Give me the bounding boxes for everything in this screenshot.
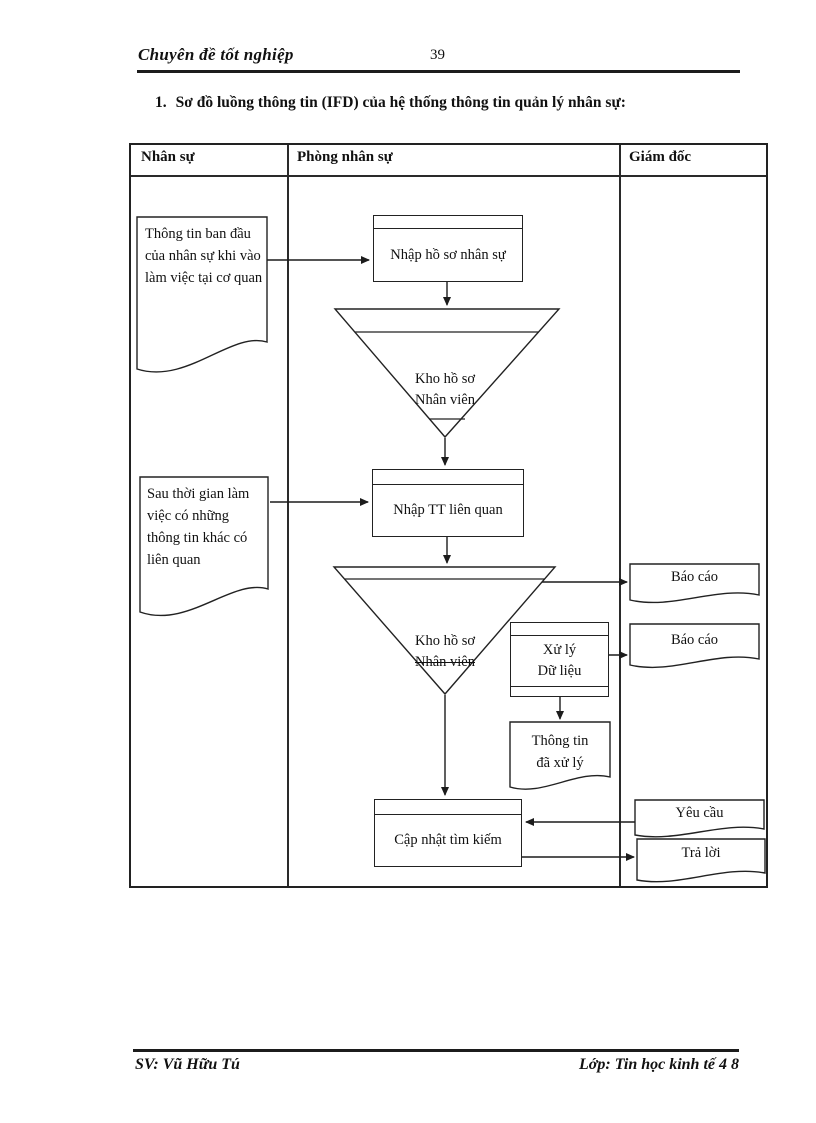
ifd-table: Nhân sự Phòng nhân sự Giám đốc <box>129 143 768 888</box>
process-xu-ly-label: Xử lý Dữ liệu <box>537 642 582 679</box>
process-top-band <box>511 623 608 636</box>
diagram-shapes <box>136 216 766 883</box>
column-divider-2 <box>619 145 621 886</box>
doc-shape-initial-info <box>136 216 268 373</box>
footer-student: SV: Vũ Hữu Tú <box>135 1056 240 1073</box>
column-divider-1 <box>287 145 289 886</box>
process-cap-nhat-label: Cập nhật tìm kiếm <box>394 832 502 848</box>
process-nhap-ho-so: Nhập hồ sơ nhân sự <box>373 215 523 282</box>
footer: SV: Vũ Hữu Tú Lớp: Tin học kinh tế 4 8 <box>135 1056 739 1074</box>
footer-class: Lớp: Tin học kinh tế 4 8 <box>579 1056 739 1073</box>
doc-tra-loi-label: Trả lời <box>681 845 721 861</box>
doc-shape-bao-cao-2 <box>629 623 760 669</box>
process-top-band <box>373 470 523 485</box>
doc-thong-tin-label: Thông tin đã xử lý <box>531 733 589 771</box>
doc-initial-info-label: Thông tin ban đầu của nhân sự khi vào là… <box>145 226 263 286</box>
doc-shape-bao-cao-1 <box>629 563 760 604</box>
process-xu-ly: Xử lý Dữ liệu <box>510 622 609 697</box>
header-rule <box>137 70 740 73</box>
heading-text: Sơ đồ luồng thông tin (IFD) của hệ thống… <box>175 94 626 111</box>
header-row-divider <box>131 175 766 177</box>
doc-shape-related-info <box>139 476 269 617</box>
doc-yeu-cau-label: Yêu cầu <box>675 805 724 821</box>
footer-rule <box>133 1049 739 1052</box>
page-number: 39 <box>430 47 445 63</box>
store-funnel-2 <box>332 566 557 696</box>
doc-shape-tra-loi <box>636 838 766 883</box>
running-header-title: Chuyên đề tốt nghiệp <box>138 45 294 64</box>
store-1-label: Kho hồ sơ Nhân viên <box>414 371 476 408</box>
column-header-phong-nhan-su: Phòng nhân sự <box>297 149 393 165</box>
doc-related-info-label: Sau thời gian làm việc có những thông ti… <box>147 486 250 568</box>
process-nhap-tt: Nhập TT liên quan <box>372 469 524 537</box>
heading-number: 1. <box>155 94 167 111</box>
doc-shape-thong-tin <box>509 721 611 790</box>
column-header-giam-doc: Giám đốc <box>629 149 692 165</box>
process-bottom-band <box>511 686 608 696</box>
process-top-band <box>374 216 522 229</box>
process-cap-nhat: Cập nhật tìm kiếm <box>374 799 522 867</box>
ifd-table-body: Nhân sự Phòng nhân sự Giám đốc <box>131 145 766 886</box>
process-top-band <box>375 800 521 815</box>
store-funnel-1 <box>333 308 561 439</box>
column-header-nhan-su: Nhân sự <box>141 149 195 165</box>
doc-bao-cao-1-label: Báo cáo <box>670 569 719 585</box>
section-heading: 1. Sơ đồ luồng thông tin (IFD) của hệ thố… <box>155 94 775 112</box>
doc-bao-cao-2-label: Báo cáo <box>670 632 719 648</box>
process-nhap-tt-label: Nhập TT liên quan <box>393 502 503 518</box>
store-2-label: Kho hồ sơ Nhân viên <box>414 633 476 670</box>
process-nhap-ho-so-label: Nhập hồ sơ nhân sự <box>390 246 506 263</box>
doc-shape-yeu-cau <box>634 799 765 838</box>
